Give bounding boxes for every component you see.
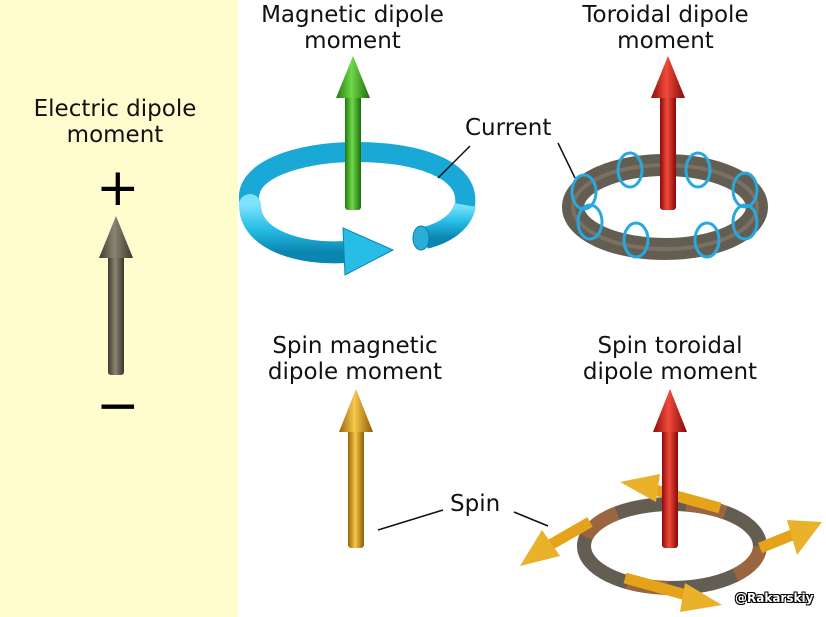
- spin-label: Spin: [450, 491, 501, 517]
- leader-lines: [377, 142, 576, 531]
- plus-sign: +: [96, 158, 140, 218]
- electric-title-line1: Electric dipole: [33, 96, 197, 122]
- spin-toroidal-title: Spin toroidal dipole moment: [570, 333, 770, 385]
- spin-toroidal-title-line2: dipole moment: [582, 359, 758, 385]
- spin-magnetic-title: Spin magnetic dipole moment: [250, 333, 460, 385]
- spin-magnetic-title-line2: dipole moment: [267, 359, 443, 385]
- toroidal-dipole-arrow-icon: [651, 56, 685, 210]
- magnetic-title-line1: Magnetic dipole: [261, 2, 444, 28]
- minus-sign: −: [96, 376, 140, 436]
- torus-current-coils: [570, 151, 759, 259]
- electric-dipole-arrow-icon: [99, 216, 133, 375]
- spin-arrows-icon: [520, 474, 822, 612]
- credit-watermark: @Rakarskiy: [735, 591, 814, 605]
- electric-dipole-title: Electric dipole moment: [20, 96, 210, 148]
- toroidal-title-line1: Toroidal dipole: [582, 2, 749, 28]
- toroidal-dipole-title: Toroidal dipole moment: [563, 2, 768, 54]
- magnetic-title-line2: moment: [304, 28, 401, 54]
- spin-toroidal-arrow-icon: [653, 389, 687, 548]
- spin-magnetic-title-line1: Spin magnetic: [272, 333, 438, 359]
- electric-title-line2: moment: [66, 122, 164, 148]
- toroidal-title-line2: moment: [617, 28, 714, 54]
- magnetic-dipole-arrow-icon: [336, 56, 370, 210]
- current-label: Current: [465, 115, 552, 141]
- current-loop-front: [239, 194, 476, 276]
- magnetic-dipole-title: Magnetic dipole moment: [245, 2, 460, 54]
- spin-magnetic-arrow-icon: [339, 389, 373, 548]
- spin-toroidal-title-line1: Spin toroidal: [597, 333, 743, 359]
